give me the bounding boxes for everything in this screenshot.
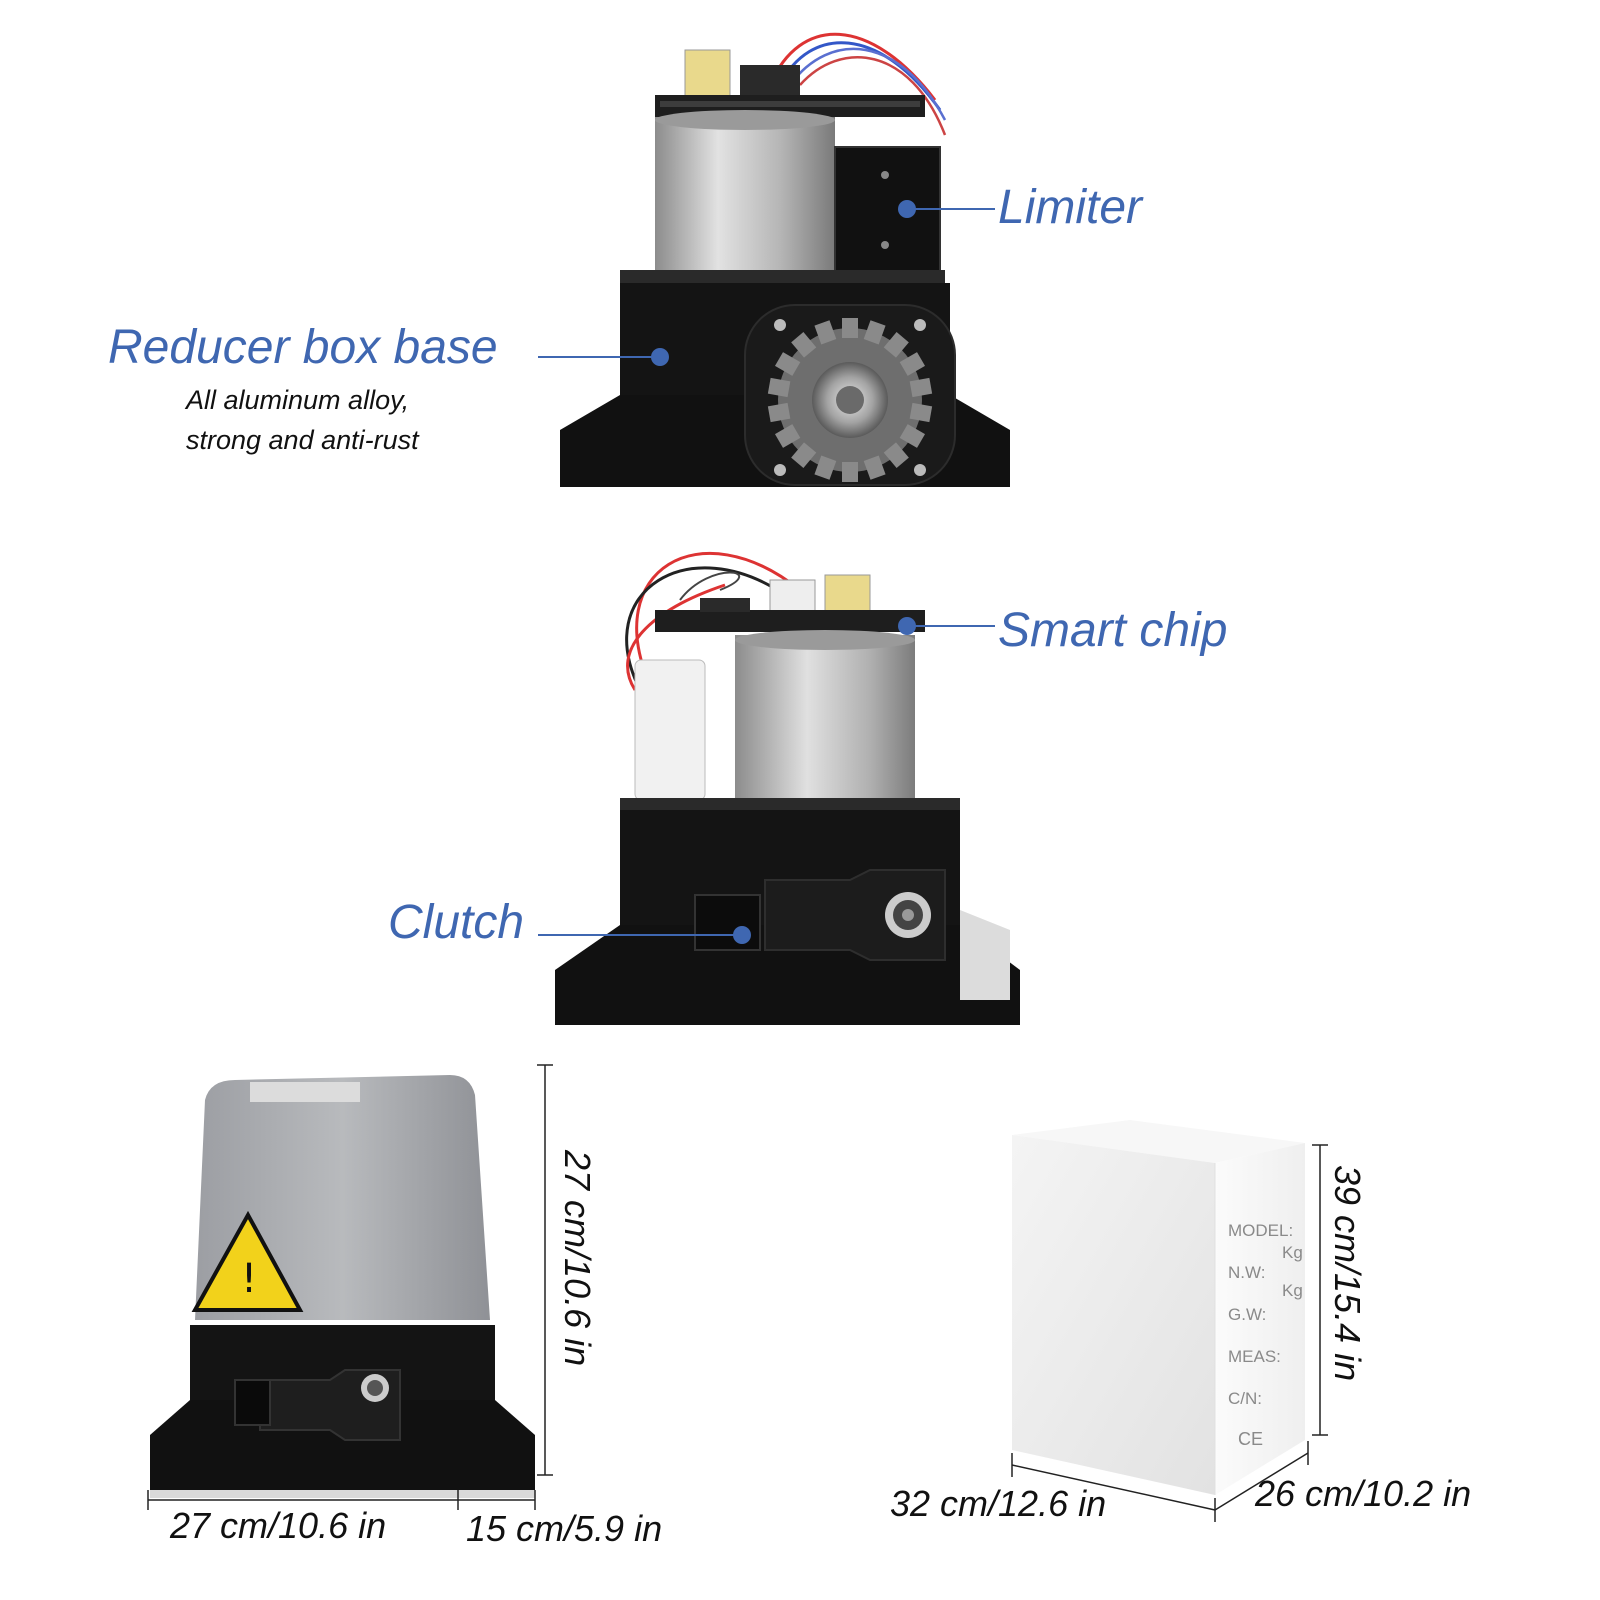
box-depth-dimension: 26 cm/10.2 in (1255, 1473, 1472, 1514)
ce-mark: CE (1238, 1429, 1264, 1449)
reducer-leader-line (538, 348, 669, 366)
callout-clutch: Clutch (388, 896, 525, 949)
box-height-dimension: 39 cm/15.4 in (1327, 1165, 1368, 1382)
assembled-motor-photo: ! (150, 1075, 535, 1498)
motor-depth-dimension: 15 cm/5.9 in (466, 1508, 663, 1549)
motor-height-dimension: 27 cm/10.6 in (557, 1150, 598, 1367)
box-label-model: MODEL: (1228, 1221, 1294, 1240)
box-width-dimension: 32 cm/12.6 in (890, 1483, 1107, 1524)
clutch-leader-line (538, 926, 751, 944)
box-label-gw: G.W: (1228, 1305, 1267, 1324)
reducer-description-line2: strong and anti-rust (186, 425, 419, 455)
box-label-panel: MODEL: N.W: G.W: MEAS: C/N: (1228, 1210, 1293, 1420)
svg-text:!: ! (241, 1256, 257, 1302)
box-unit-gw: Kg (1282, 1281, 1303, 1300)
box-dimension-lines (1011, 1144, 1328, 1522)
box-label-nw: N.W: (1228, 1263, 1266, 1282)
reducer-description-line1: All aluminum alloy, (186, 385, 410, 415)
callout-reducer-box-base: Reducer box base (108, 321, 498, 374)
callout-smart-chip: Smart chip (998, 604, 1228, 657)
smart-chip-leader-line (898, 617, 995, 635)
motor-width-dimension: 27 cm/10.6 in (170, 1505, 387, 1546)
motor-dimension-lines (147, 1064, 553, 1510)
box-label-cn: C/N: (1228, 1389, 1262, 1408)
box-unit-nw: Kg (1282, 1243, 1303, 1262)
motor-clutch-photo (555, 552, 1020, 1025)
packaging-box-photo (1012, 1120, 1305, 1495)
box-label-meas: MEAS: (1228, 1347, 1281, 1366)
motor-gear-photo (560, 32, 1010, 487)
callout-limiter: Limiter (998, 181, 1143, 234)
limiter-leader-line (898, 200, 995, 218)
